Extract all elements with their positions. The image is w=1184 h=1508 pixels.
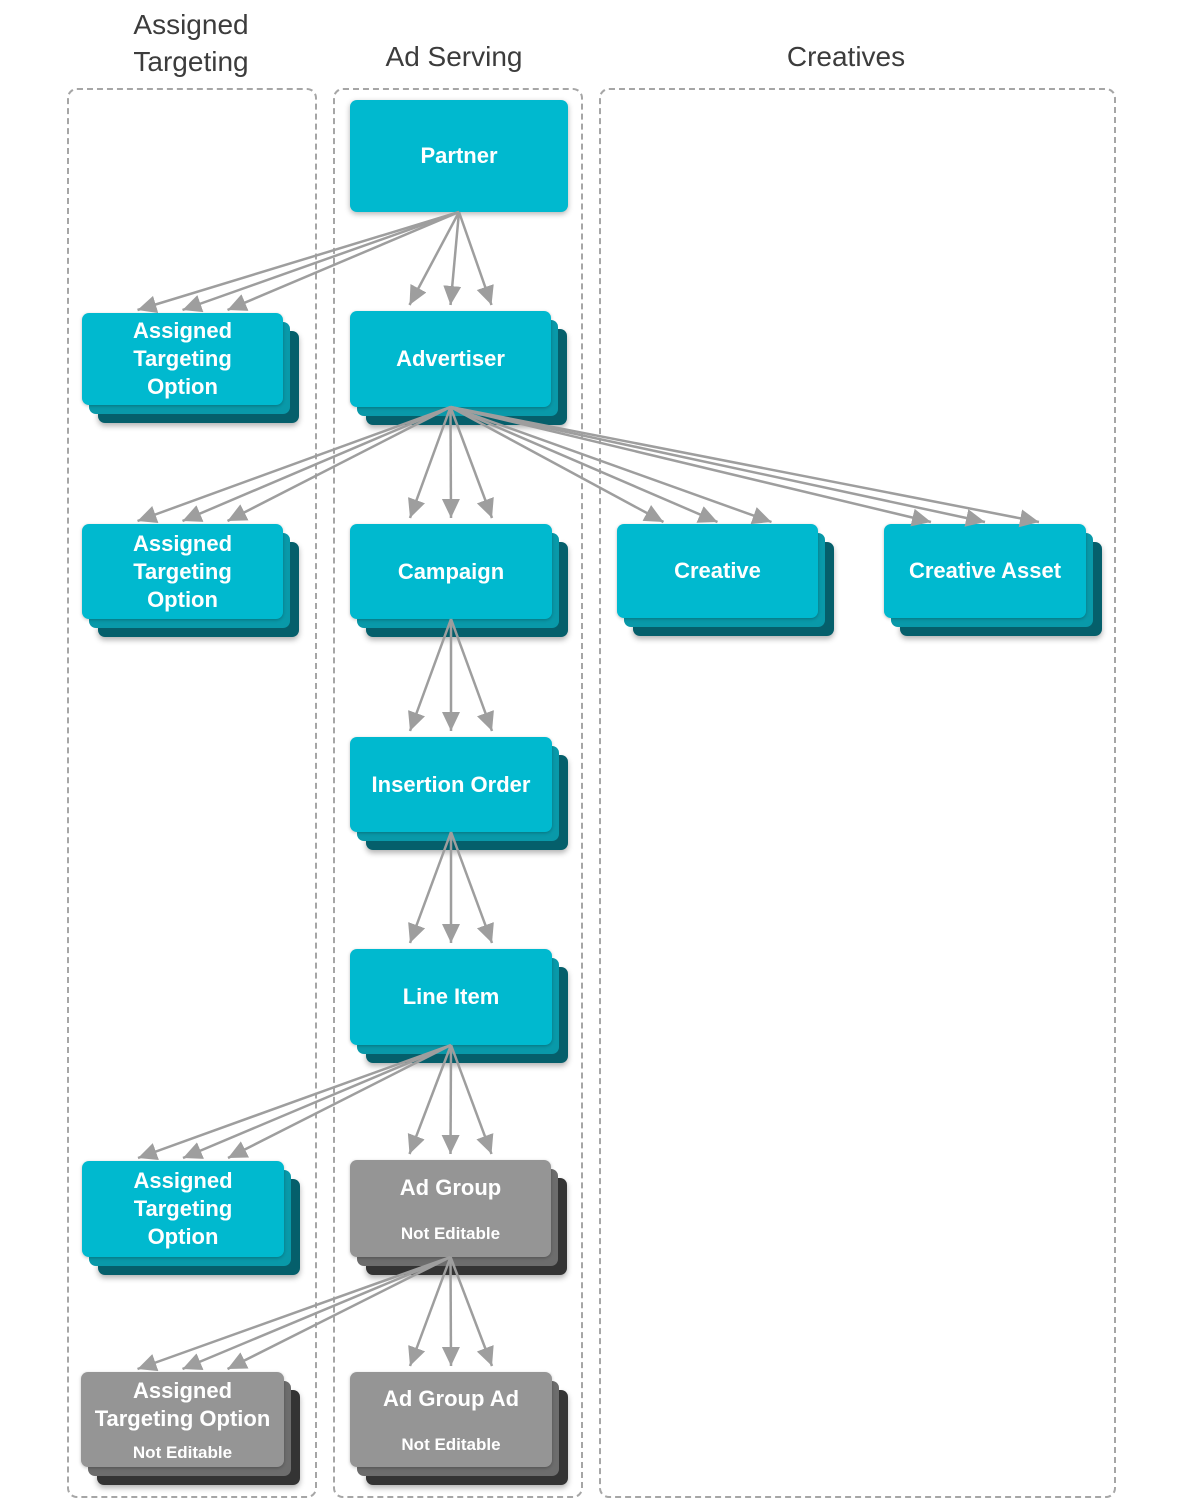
node-label: Ad Group <box>399 1174 502 1200</box>
column-box-creatives <box>599 88 1116 1498</box>
column-box-assigned-targeting <box>67 88 317 1498</box>
node-assigned-targeting-option-partner: Assigned Targeting Option <box>82 313 299 423</box>
node-assigned-targeting-option-ad-group: Assigned Targeting Option Not Editable <box>81 1372 300 1485</box>
node-assigned-targeting-option-advertiser: Assigned Targeting Option <box>82 524 299 637</box>
node-sublabel-not-editable: Not Editable <box>400 1223 501 1243</box>
node-label: Line Item <box>402 984 500 1009</box>
node-ad-group-ad: Ad Group Ad Not Editable <box>350 1372 568 1485</box>
node-label: Assigned Targeting Option <box>133 1168 233 1249</box>
node-label: Advertiser <box>396 346 505 371</box>
node-label: Assigned Targeting Option <box>94 1377 271 1431</box>
node-face: Creative <box>617 524 818 618</box>
node-face: Partner <box>350 100 568 212</box>
node-label: Creative Asset <box>908 558 1062 583</box>
node-creative: Creative <box>617 524 834 636</box>
node-label: Partner <box>420 143 498 168</box>
node-face: Insertion Order <box>350 737 552 832</box>
node-label: Ad Group Ad <box>382 1385 520 1411</box>
node-sublabel-not-editable: Not Editable <box>132 1442 233 1462</box>
column-title-ad-serving: Ad Serving <box>385 41 523 72</box>
node-face: Assigned Targeting Option <box>82 1161 284 1257</box>
column-title-assigned-targeting: Assigned Targeting <box>133 9 249 77</box>
node-ad-group: Ad Group Not Editable <box>350 1160 567 1275</box>
node-face: Advertiser <box>350 311 551 407</box>
node-face: Line Item <box>350 949 552 1045</box>
node-face: Assigned Targeting Option Not Editable <box>81 1372 284 1467</box>
node-label: Assigned Targeting Option <box>132 530 233 612</box>
node-face: Assigned Targeting Option <box>82 524 283 619</box>
column-box-ad-serving <box>333 88 583 1498</box>
node-sublabel-not-editable: Not Editable <box>401 1434 501 1454</box>
node-label: Campaign <box>397 558 505 584</box>
node-insertion-order: Insertion Order <box>350 737 568 850</box>
node-partner: Partner <box>350 100 568 212</box>
node-assigned-targeting-option-line-item: Assigned Targeting Option <box>82 1161 300 1275</box>
node-label: Creative <box>674 558 761 583</box>
node-campaign: Campaign <box>350 524 568 637</box>
node-face: Assigned Targeting Option <box>82 313 283 405</box>
node-label: Assigned Targeting Option <box>132 318 233 399</box>
node-line-item: Line Item <box>350 949 568 1063</box>
node-label: Insertion Order <box>371 771 531 797</box>
node-face: Ad Group Not Editable <box>350 1160 551 1257</box>
column-title-creatives: Creatives <box>786 41 906 72</box>
node-creative-asset: Creative Asset <box>884 524 1102 636</box>
node-face: Ad Group Ad Not Editable <box>350 1372 552 1467</box>
node-face: Creative Asset <box>884 524 1086 618</box>
node-advertiser: Advertiser <box>350 311 567 425</box>
node-face: Campaign <box>350 524 552 619</box>
